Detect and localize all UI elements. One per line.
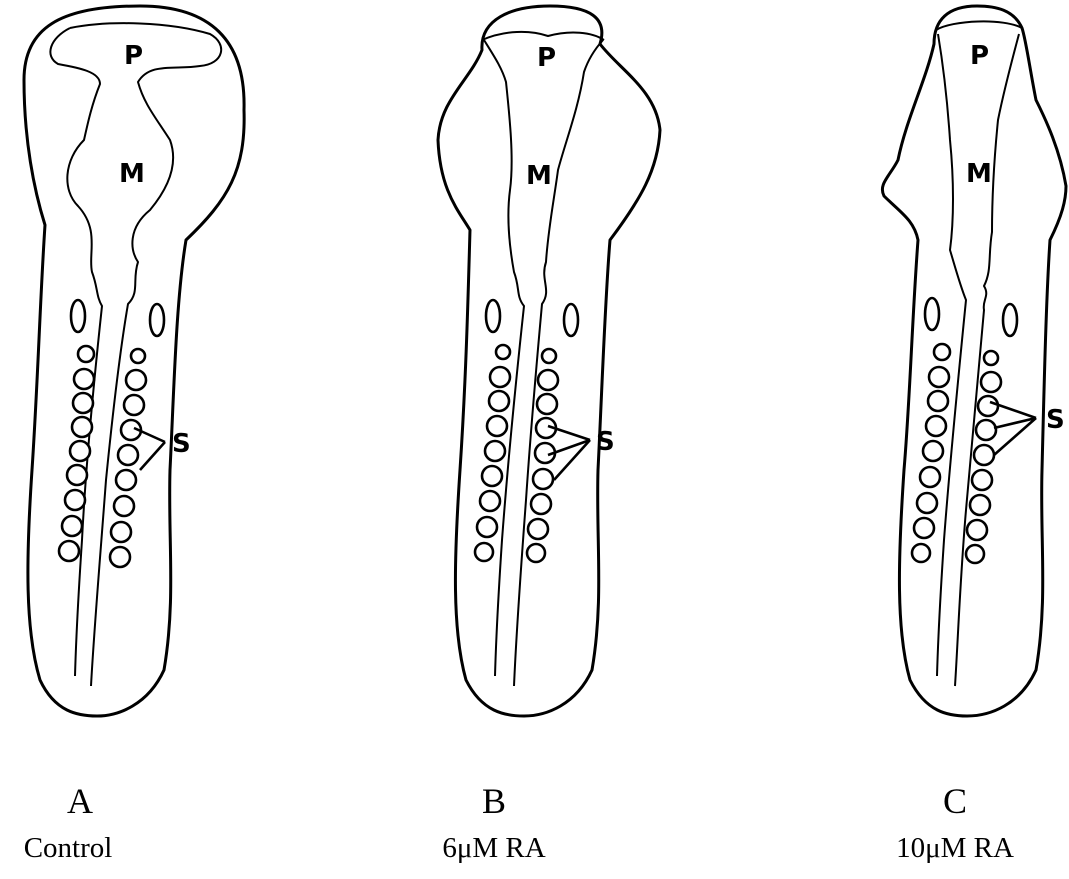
somite (482, 466, 502, 486)
somite (116, 470, 136, 490)
neural-plate-outline (514, 40, 603, 686)
panel-caption-10um-ra: 10μM RA (835, 832, 1069, 865)
somite (914, 518, 934, 538)
somite (981, 372, 1001, 392)
region-label-s: S (1046, 405, 1065, 435)
somite (976, 420, 996, 440)
somite (59, 541, 79, 561)
somite (490, 367, 510, 387)
somite (538, 370, 558, 390)
embryo-panel-c: P M S (882, 6, 1066, 716)
somite (114, 496, 134, 516)
somite (978, 396, 998, 416)
somite (920, 467, 940, 487)
somite (118, 445, 138, 465)
somite (528, 519, 548, 539)
somite (934, 344, 950, 360)
embryo-panel-a: P M S (24, 6, 244, 716)
somite (1003, 304, 1017, 336)
somite (564, 304, 578, 336)
region-label-p: P (124, 41, 143, 71)
somite (65, 490, 85, 510)
panel-letter-a: A (0, 780, 180, 822)
panel-caption-control: Control (0, 832, 188, 865)
somite (912, 544, 930, 562)
somite (984, 351, 998, 365)
region-label-m: M (119, 159, 145, 189)
somite (67, 465, 87, 485)
somite (485, 441, 505, 461)
somite (480, 491, 500, 511)
somite (487, 416, 507, 436)
somite (974, 445, 994, 465)
somite (928, 391, 948, 411)
somite (111, 522, 131, 542)
somite (925, 298, 939, 330)
somite (131, 349, 145, 363)
embryo-panel-b: P M S (438, 6, 660, 716)
somite (71, 300, 85, 332)
region-label-p: P (970, 41, 989, 71)
panel-caption-6um-ra: 6μM RA (374, 832, 614, 865)
embryo-outline (882, 6, 1066, 716)
somite (477, 517, 497, 537)
panel-letter-c: C (855, 780, 1055, 822)
somite (110, 547, 130, 567)
somite (917, 493, 937, 513)
region-label-m: M (966, 159, 992, 189)
embryo-head-fold (482, 32, 604, 40)
somite (486, 300, 500, 332)
region-label-s: S (172, 429, 191, 459)
somite (929, 367, 949, 387)
somite (923, 441, 943, 461)
somite (124, 395, 144, 415)
region-label-m: M (526, 161, 552, 191)
embryo-head-fold (936, 21, 1022, 30)
somite (62, 516, 82, 536)
somite (496, 345, 510, 359)
somite (72, 417, 92, 437)
somite (126, 370, 146, 390)
somite (527, 544, 545, 562)
somite (533, 469, 553, 489)
region-label-p: P (537, 43, 556, 73)
somite (74, 369, 94, 389)
somite (966, 545, 984, 563)
somite (970, 495, 990, 515)
panel-letter-b: B (394, 780, 594, 822)
somite (531, 494, 551, 514)
somite (73, 393, 93, 413)
somite (926, 416, 946, 436)
somite (70, 441, 90, 461)
region-label-s: S (596, 427, 615, 457)
somite (475, 543, 493, 561)
somite (78, 346, 94, 362)
somite (967, 520, 987, 540)
somite (489, 391, 509, 411)
somite (542, 349, 556, 363)
somite (150, 304, 164, 336)
somite (972, 470, 992, 490)
somite (537, 394, 557, 414)
